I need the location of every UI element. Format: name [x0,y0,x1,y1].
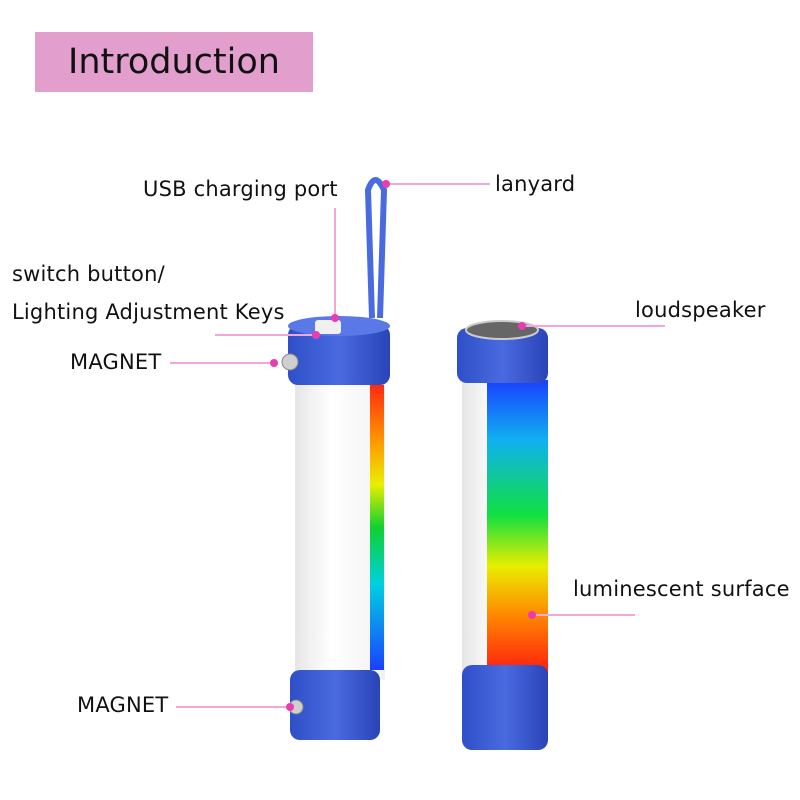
label-magnet-bottom: MAGNET [77,693,169,717]
top-cap [457,328,548,383]
title-banner: Introduction [35,32,313,92]
label-lighting-keys: Lighting Adjustment Keys [12,300,285,324]
label-loudspeaker: loudspeaker [635,298,766,322]
leader-lines [170,180,665,711]
right-lamp [457,320,548,750]
page-title: Introduction [68,42,280,82]
label-usb-port: USB charging port [143,177,338,201]
loudspeaker-grille [465,320,539,340]
left-lamp [281,177,390,740]
switch-button [315,320,341,334]
bottom-cap [290,670,380,740]
label-switch-button: switch button/ [12,262,165,286]
luminescent-surface [487,380,548,680]
lanyard-strap [364,177,388,319]
label-lanyard: lanyard [495,172,576,196]
rainbow-strip [370,385,384,670]
label-magnet-top: MAGNET [70,350,162,374]
top-cap [288,325,390,385]
label-luminescent-surface: luminescent surface [573,577,790,601]
bottom-cap [462,665,548,750]
magnet-top [281,353,299,371]
